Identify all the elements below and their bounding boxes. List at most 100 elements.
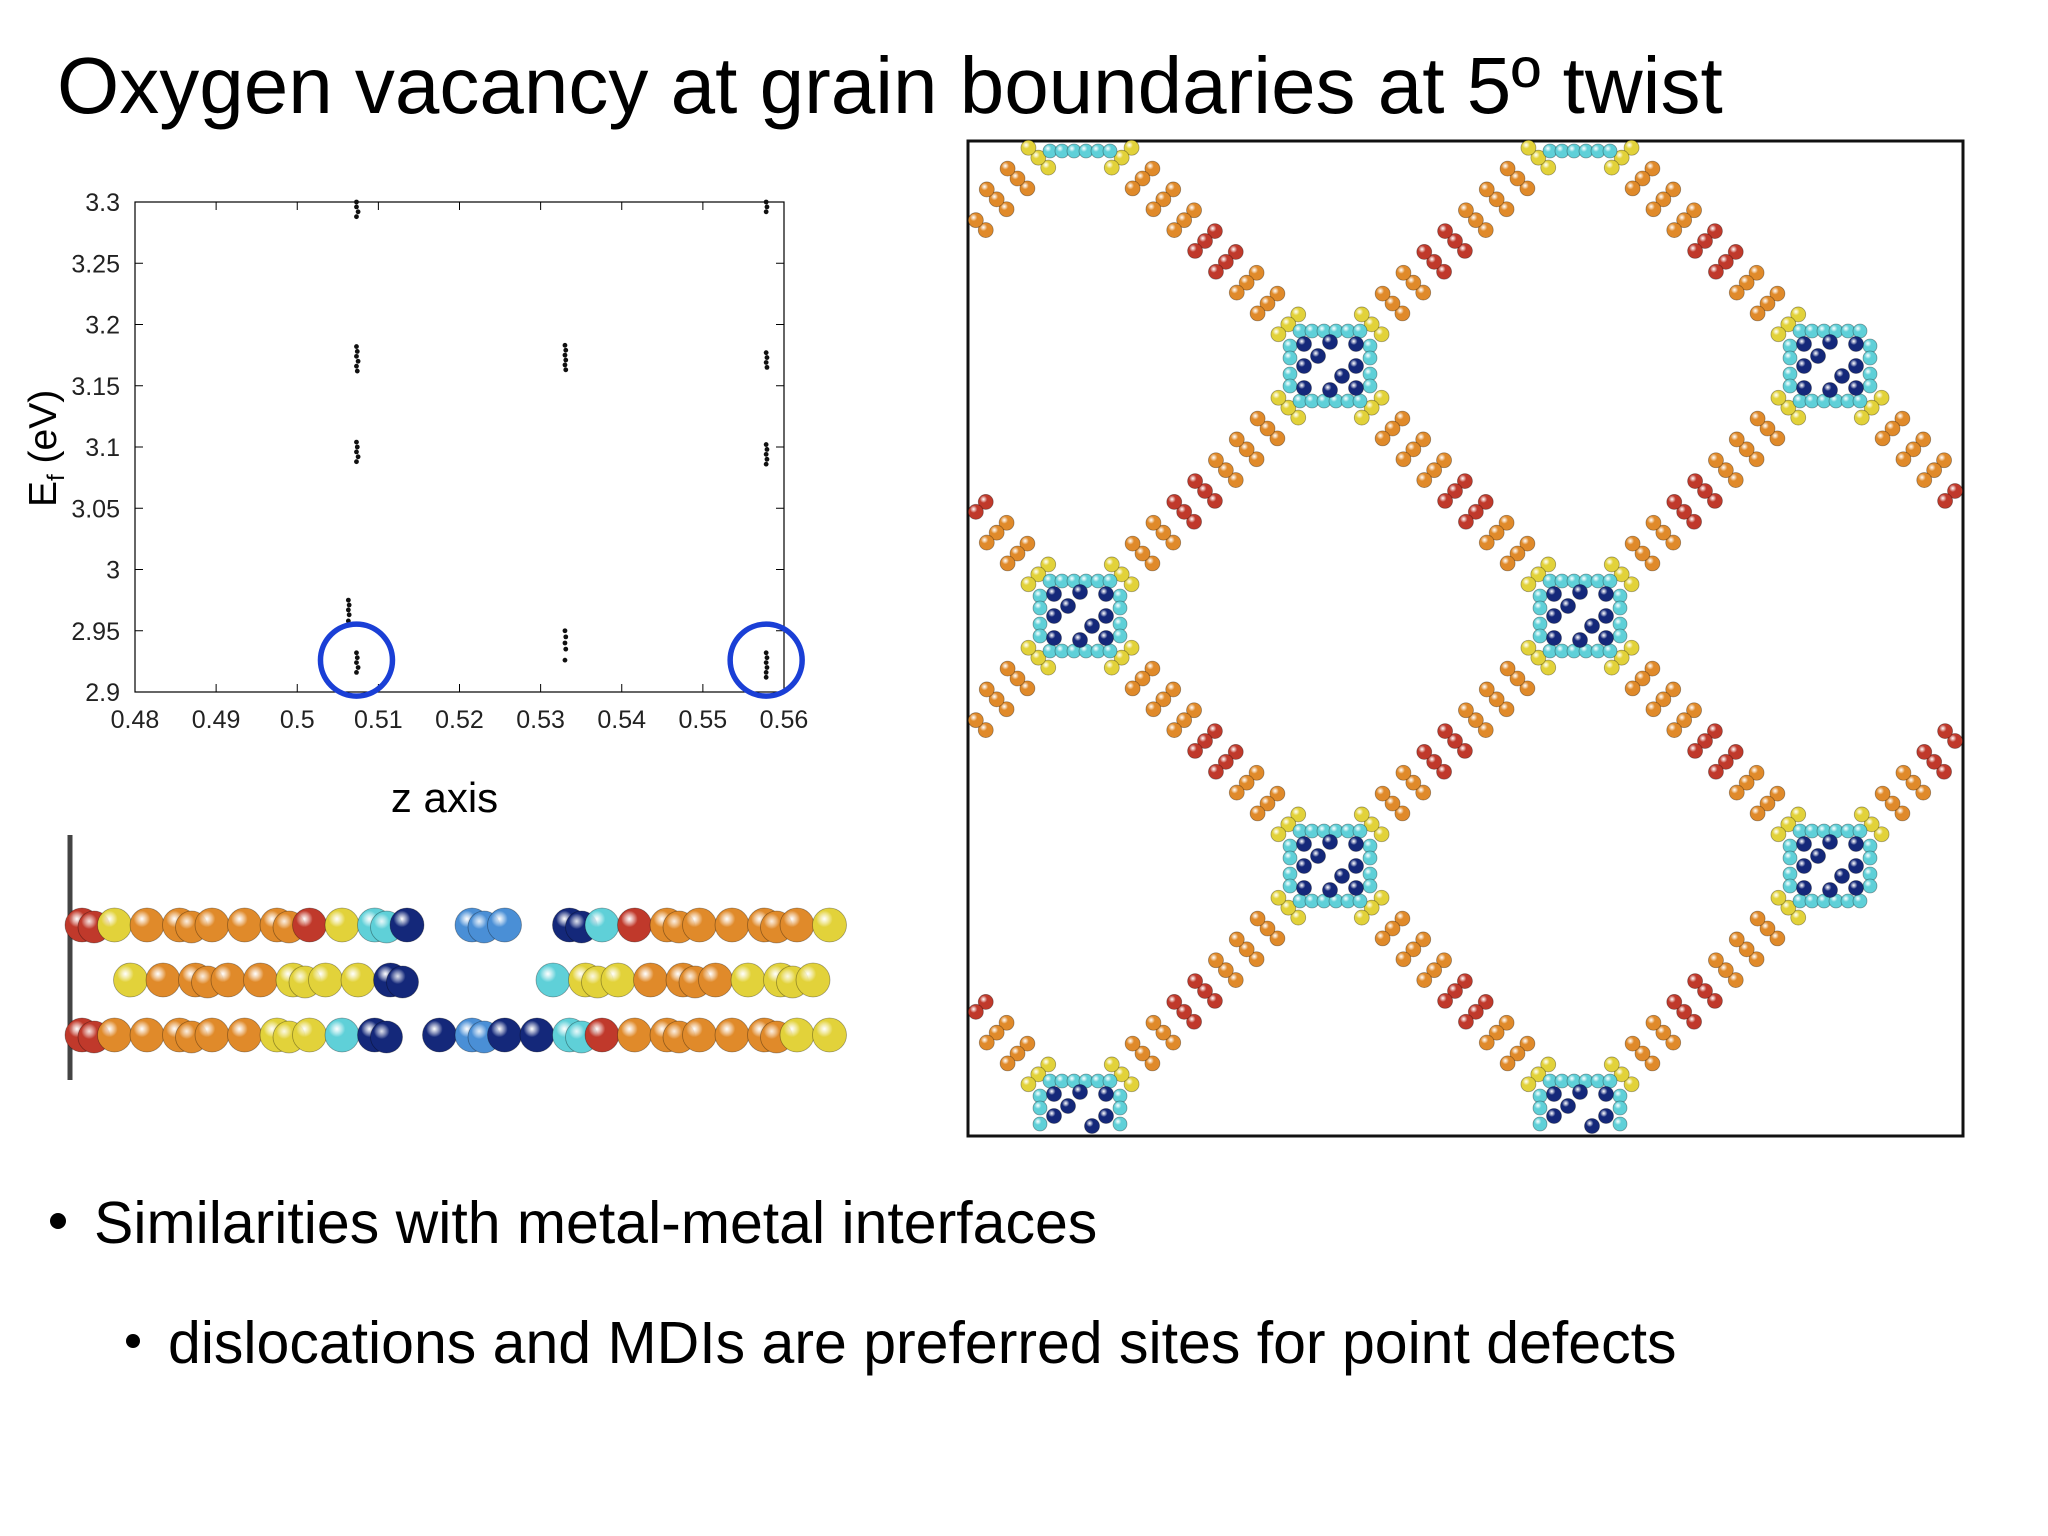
atom — [1186, 702, 1202, 719]
atom — [1269, 285, 1286, 302]
atom — [1384, 420, 1401, 437]
atom — [1072, 632, 1088, 648]
data-point — [763, 360, 769, 365]
atom — [1197, 483, 1213, 499]
atom — [1124, 1035, 1141, 1052]
atom — [1598, 608, 1614, 624]
atom — [988, 691, 1005, 708]
atom — [1853, 806, 1870, 823]
atom — [1084, 618, 1100, 634]
atom — [1727, 972, 1744, 988]
atom — [1394, 305, 1411, 322]
atom — [1937, 492, 1954, 509]
y-tick-label: 3 — [106, 557, 120, 585]
atom — [1834, 368, 1850, 384]
atom — [1032, 600, 1048, 616]
atom — [1530, 149, 1547, 166]
atom — [1436, 452, 1452, 469]
atom — [1852, 323, 1868, 339]
atom — [1415, 931, 1432, 948]
atom — [1499, 1055, 1516, 1072]
atom — [1458, 702, 1474, 719]
atom — [1009, 1045, 1026, 1062]
atom — [1348, 358, 1364, 374]
atom — [977, 994, 994, 1010]
atom — [1353, 909, 1370, 926]
data-point — [763, 674, 769, 680]
atom — [1738, 274, 1755, 291]
atom — [1560, 598, 1576, 614]
atom — [1676, 712, 1693, 729]
atom — [1353, 806, 1370, 823]
atom — [1282, 850, 1298, 866]
atom — [1687, 242, 1704, 259]
data-point — [562, 657, 568, 663]
atom — [1009, 670, 1026, 687]
data-point — [354, 439, 359, 445]
atom — [1228, 284, 1245, 301]
atom — [1602, 573, 1618, 589]
atom — [1166, 994, 1183, 1010]
atom — [978, 681, 995, 698]
atom — [1540, 159, 1557, 176]
atom — [1415, 431, 1432, 448]
atom — [600, 962, 636, 998]
atom — [998, 701, 1015, 718]
atom — [1456, 473, 1473, 490]
atom — [1624, 1035, 1641, 1052]
atom — [1098, 608, 1114, 624]
atom — [1612, 1116, 1628, 1132]
atom — [999, 555, 1016, 572]
atom — [1848, 880, 1864, 896]
atom — [1426, 253, 1443, 270]
data-point — [763, 451, 769, 457]
atom — [1098, 1086, 1114, 1102]
atom — [1612, 628, 1628, 644]
atom — [682, 1017, 717, 1053]
atom — [1706, 223, 1723, 240]
atom — [1717, 253, 1734, 270]
atom — [1477, 722, 1494, 738]
highlight-circle — [317, 621, 396, 699]
atom — [1259, 795, 1276, 812]
atom — [1748, 264, 1765, 281]
atom — [1060, 1098, 1076, 1114]
atom — [1782, 350, 1798, 366]
atom — [1769, 430, 1786, 447]
atom — [1546, 586, 1562, 602]
atom — [1634, 170, 1651, 187]
atom — [1540, 659, 1557, 676]
atom — [1546, 1108, 1562, 1124]
atom — [1687, 473, 1704, 490]
atom — [1848, 836, 1864, 852]
atom — [1416, 744, 1433, 760]
atom — [1676, 503, 1693, 520]
atom — [977, 494, 994, 510]
atom — [1598, 1108, 1614, 1124]
atom — [1717, 462, 1734, 479]
atom — [227, 907, 262, 943]
bullet-dot-icon — [126, 1334, 140, 1349]
atom — [1478, 181, 1495, 198]
atom — [1208, 452, 1224, 469]
atom — [1280, 899, 1297, 916]
atom — [998, 514, 1015, 531]
atom — [1436, 952, 1452, 969]
atom — [1102, 1073, 1118, 1089]
atom — [1862, 850, 1878, 866]
atom — [1644, 160, 1661, 177]
atom — [1686, 202, 1702, 219]
atom — [1697, 483, 1713, 499]
atom — [487, 1017, 522, 1053]
atom — [1697, 233, 1713, 249]
atom — [1248, 264, 1265, 281]
atom — [1374, 930, 1391, 947]
atom — [1296, 336, 1312, 352]
atom — [1602, 143, 1618, 159]
atom — [1280, 399, 1297, 416]
atom — [129, 1017, 165, 1053]
atom — [1405, 274, 1422, 291]
atom — [1655, 524, 1672, 541]
atom — [1208, 763, 1224, 780]
atom — [227, 1017, 262, 1053]
